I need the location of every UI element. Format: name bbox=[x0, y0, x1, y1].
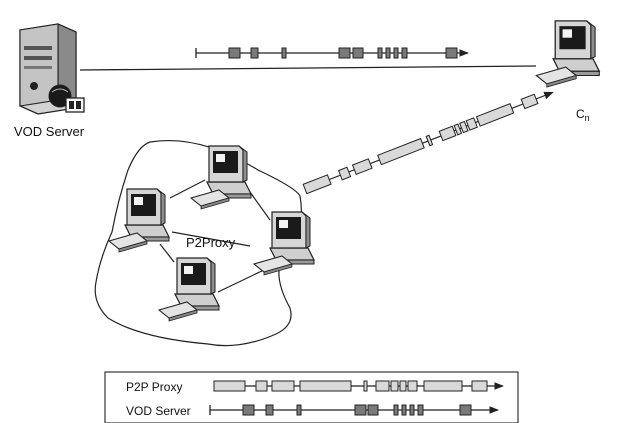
p2p-chunk bbox=[400, 381, 406, 391]
proxy-peer-computer-icon bbox=[191, 146, 251, 209]
proxy-peer-computer-icon bbox=[254, 212, 314, 275]
legend: P2P Proxy VOD Server bbox=[105, 372, 518, 423]
vod-chunk bbox=[394, 48, 398, 58]
legend-vod-label: VOD Server bbox=[126, 404, 191, 418]
vod-chunk bbox=[353, 48, 363, 58]
p2p-chunk bbox=[214, 381, 245, 391]
vod-chunk bbox=[402, 48, 407, 58]
vod-chunk bbox=[282, 48, 286, 58]
p2p-chunk bbox=[378, 139, 424, 165]
server-to-client-link bbox=[80, 66, 536, 70]
vod-chunk bbox=[378, 48, 382, 58]
vod-chunk bbox=[251, 48, 258, 58]
p2p-chunk bbox=[353, 159, 372, 174]
proxy-peer-computer-icon bbox=[159, 258, 219, 321]
client-label: Cn bbox=[576, 107, 590, 123]
vod-chunk bbox=[410, 405, 414, 415]
vod-chunk bbox=[402, 405, 406, 415]
vod-chunk-stream-top bbox=[196, 48, 468, 58]
vod-chunk bbox=[266, 405, 273, 415]
vod-chunk bbox=[368, 405, 378, 415]
p2p-chunk bbox=[272, 381, 294, 391]
vod-chunk bbox=[386, 48, 390, 58]
client-computer-icon bbox=[536, 21, 599, 87]
p2p-chunk bbox=[439, 126, 456, 140]
p2p-chunk bbox=[300, 381, 351, 391]
p2p-chunk bbox=[426, 135, 432, 145]
p2p-chunk bbox=[303, 175, 331, 194]
p2p-chunk bbox=[391, 381, 398, 391]
p2p-chunk bbox=[364, 381, 367, 391]
p2p-chunk bbox=[256, 381, 267, 391]
vod-server-label: VOD Server bbox=[14, 124, 85, 139]
p2p-chunk bbox=[476, 104, 513, 126]
vod-server-icon bbox=[20, 24, 84, 114]
p2p-chunk bbox=[472, 381, 487, 391]
proxy-peer-computer-icon bbox=[109, 189, 169, 252]
vod-chunk bbox=[355, 405, 366, 415]
p2p-chunk bbox=[376, 381, 389, 391]
legend-p2p-label: P2P Proxy bbox=[126, 380, 182, 394]
p2p-chunk bbox=[424, 381, 462, 391]
vod-chunk bbox=[394, 405, 398, 415]
vod-chunk bbox=[297, 405, 301, 415]
p2p-proxy-label: P2Proxy bbox=[186, 235, 236, 250]
p2p-chunk bbox=[408, 381, 417, 391]
vod-chunk bbox=[418, 405, 423, 415]
vod-chunk bbox=[339, 48, 350, 58]
vod-chunk bbox=[460, 405, 471, 415]
vod-chunk bbox=[243, 405, 254, 415]
p2p-chunk bbox=[339, 167, 351, 180]
vod-chunk bbox=[446, 48, 457, 58]
p2p-chunk bbox=[521, 94, 538, 108]
p2p-chunk bbox=[466, 118, 477, 130]
vod-chunk bbox=[229, 48, 240, 58]
p2p-chunk-stream-diagonal bbox=[303, 88, 554, 194]
